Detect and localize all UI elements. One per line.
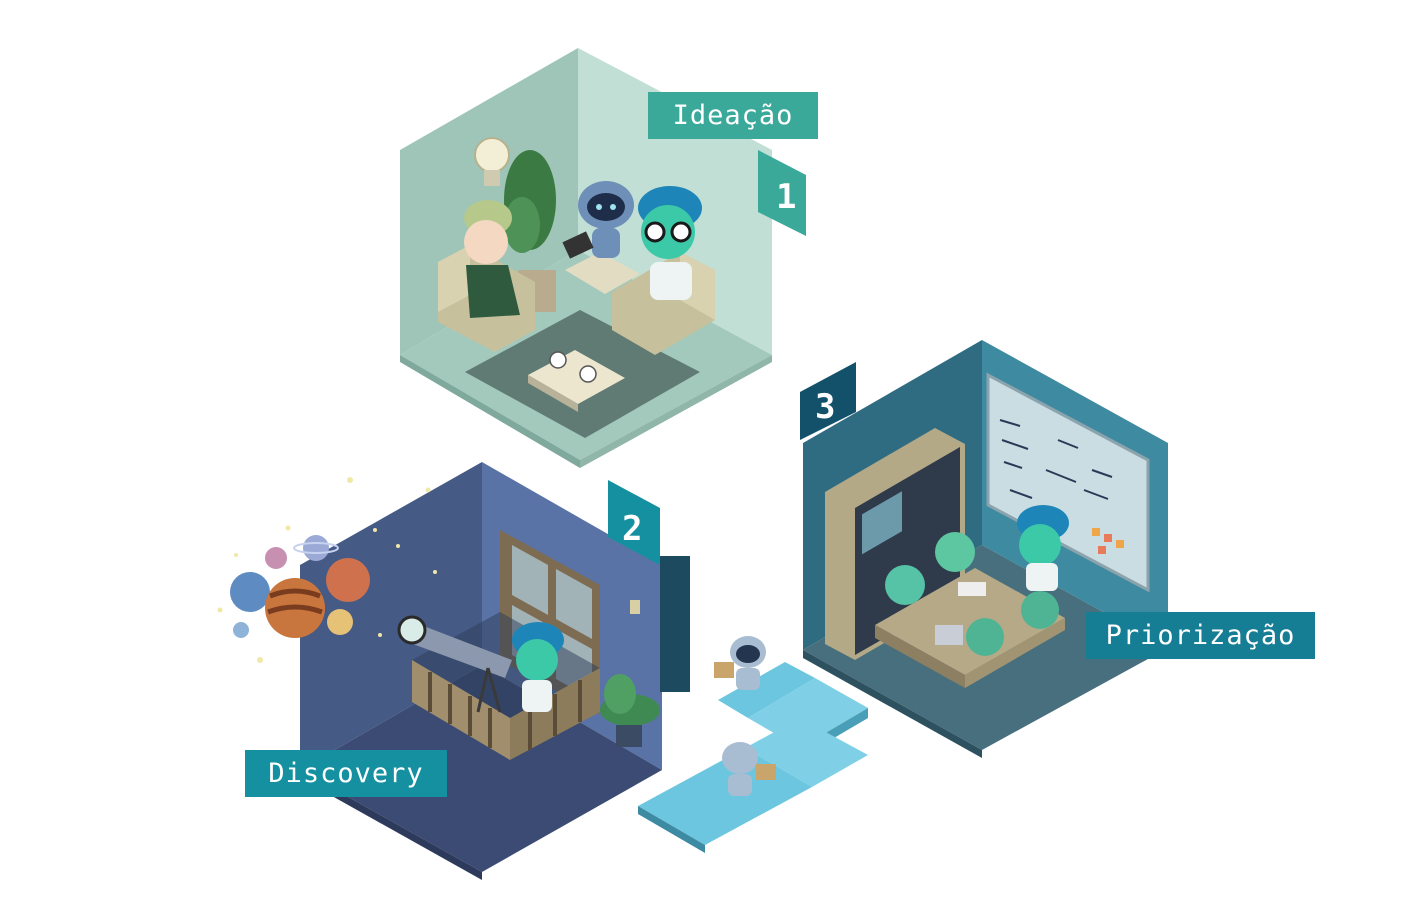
designer-character <box>638 186 702 300</box>
notebook-icon <box>958 582 986 596</box>
discovery-floor <box>300 665 662 872</box>
tiled-path <box>638 636 868 853</box>
telescope-icon <box>397 615 512 713</box>
laptop-icon <box>935 625 963 645</box>
stage-1-number: 1 <box>776 177 796 217</box>
planet-icon <box>265 547 287 569</box>
stage-label-ideacao: Ideação <box>648 92 818 139</box>
meeting-table <box>875 568 1065 688</box>
stage-label-priorizacao: Priorização <box>1086 612 1315 659</box>
robot-walker-icon <box>722 742 776 796</box>
discovery-room: 2 <box>217 462 690 880</box>
client-character <box>464 200 520 318</box>
prioritization-room: 3 <box>800 340 1168 758</box>
side-table <box>565 252 640 294</box>
coffee-cup-icon <box>549 351 567 369</box>
potted-plant-icon <box>600 674 660 747</box>
stage-2-number: 2 <box>622 509 642 549</box>
observer-character <box>512 622 564 712</box>
stage-1-number-tab <box>758 150 806 236</box>
planet-icon <box>230 572 270 612</box>
discovery-left-wall <box>300 462 482 770</box>
discovery-side-panel <box>660 556 690 692</box>
plant-icon <box>504 150 556 312</box>
stage-3-number-tab <box>800 362 856 440</box>
planet-icon <box>233 622 249 638</box>
light-switch <box>630 600 640 614</box>
robot-character <box>562 181 634 259</box>
stage-3-number: 3 <box>815 387 835 427</box>
planet-icon <box>326 558 370 602</box>
robot-walker-icon <box>714 636 766 690</box>
planets-cluster <box>230 535 370 638</box>
lightbulb-icon <box>474 137 510 186</box>
planet-icon <box>303 535 329 561</box>
stage-label-discovery: Discovery <box>245 750 447 797</box>
coffee-cup-icon <box>579 365 597 383</box>
star-icons <box>217 477 437 663</box>
planet-icon <box>327 609 353 635</box>
team-members <box>885 505 1069 656</box>
whiteboard <box>986 372 1150 593</box>
stage-2-number-tab <box>608 480 660 565</box>
